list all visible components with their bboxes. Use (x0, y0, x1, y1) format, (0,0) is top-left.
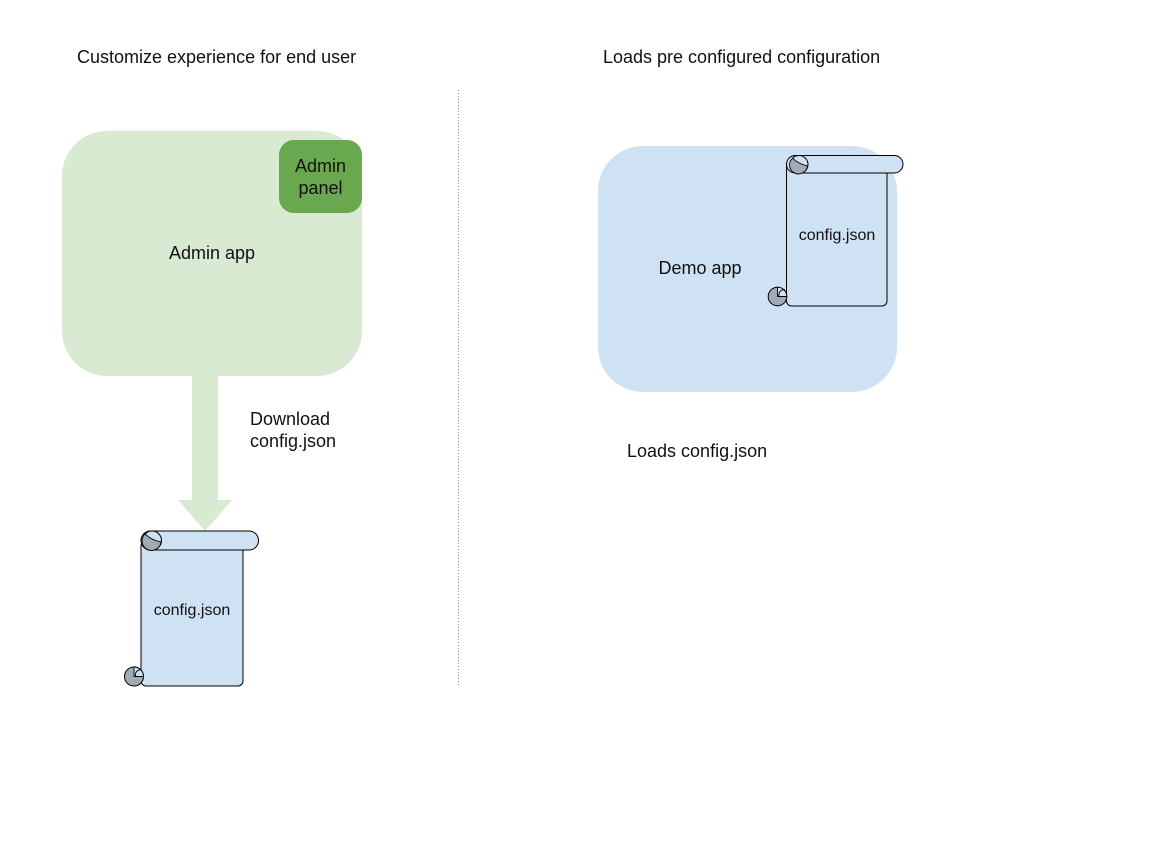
left-panel-title: Customize experience for end user (77, 47, 357, 67)
loads-config-caption: Loads config.json (627, 441, 768, 461)
demo-app-label: Demo app (658, 258, 742, 278)
down-arrow-icon (178, 376, 232, 531)
right-panel-title: Loads pre configured configuration (603, 47, 881, 67)
panel-divider (458, 90, 459, 686)
download-arrow-label: Download config.json (250, 409, 337, 451)
config-file-label-right: config.json (798, 227, 876, 244)
config-scroll-left-icon (124, 530, 259, 687)
admin-panel-box: Admin panel (279, 140, 362, 213)
admin-app-label: Admin app (168, 243, 256, 263)
admin-panel-label: Admin panel (294, 155, 347, 198)
config-file-label-left: config.json (153, 602, 231, 619)
config-scroll-right-icon (767, 155, 904, 307)
